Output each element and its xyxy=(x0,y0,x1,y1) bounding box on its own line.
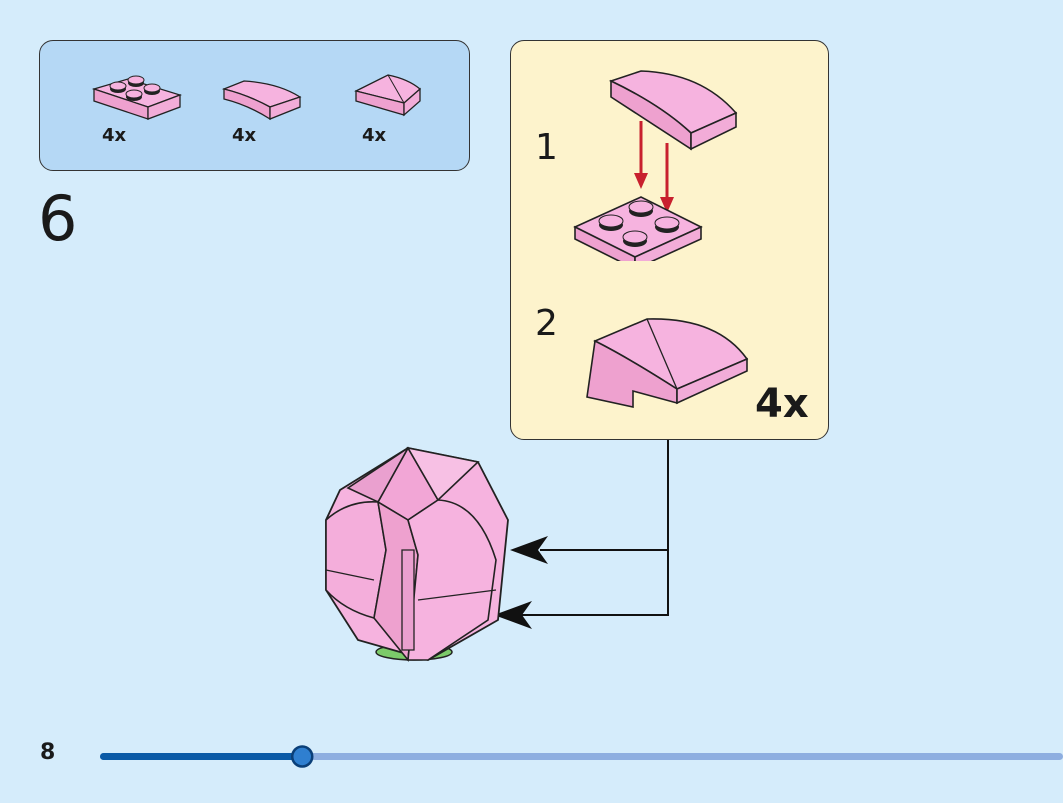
page-number: 8 xyxy=(40,740,56,765)
callout-quantity: 4x xyxy=(755,381,809,427)
sub-step-number: 1 xyxy=(535,127,558,168)
parts-list-box: 4x 4x 4x xyxy=(39,40,470,171)
arrow-head-icon xyxy=(510,536,548,564)
part-quantity: 4x xyxy=(232,125,257,146)
part-wedge-slope: 4x xyxy=(348,67,448,157)
sub-step-2-illustration xyxy=(586,318,749,408)
flower-bud-model xyxy=(325,446,509,663)
step-number: 6 xyxy=(38,182,78,255)
part-curved-slope: 4x xyxy=(218,67,318,157)
part-quantity: 4x xyxy=(102,125,127,146)
part-quantity: 4x xyxy=(362,125,387,146)
part-plate-2x2: 4x xyxy=(88,67,188,157)
sub-step-number: 2 xyxy=(535,303,558,344)
sub-step-1-illustration xyxy=(573,70,738,261)
sub-assembly-callout: 1 2 4x xyxy=(510,40,829,440)
progress-fill xyxy=(100,753,303,760)
plate-2x2-icon xyxy=(91,75,183,120)
curved-slope-icon xyxy=(221,80,302,121)
progress-track xyxy=(100,753,1063,760)
progress-bar xyxy=(100,745,1063,768)
progress-knob xyxy=(290,745,314,768)
connector-line xyxy=(520,440,669,616)
wedge-slope-icon xyxy=(354,74,422,117)
arrow-head-icon xyxy=(494,601,532,629)
